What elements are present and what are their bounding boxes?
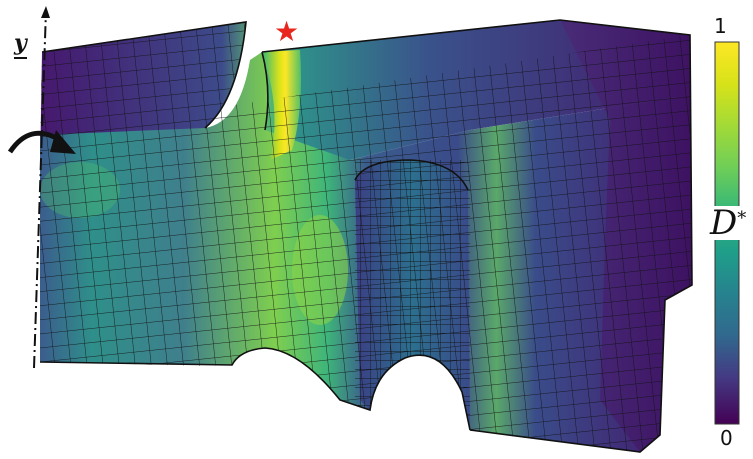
colorbar-max-label: 1 <box>714 14 727 38</box>
mesh-outline <box>39 19 693 453</box>
dash-dot-axis-line <box>33 6 50 369</box>
star-marker-icon: ★ <box>274 15 300 48</box>
colorbar-title: D* <box>708 203 749 243</box>
rotation-arrow-icon <box>7 130 76 154</box>
colorbar-min-label: 0 <box>720 426 733 450</box>
y-axis-label: y <box>14 30 27 59</box>
